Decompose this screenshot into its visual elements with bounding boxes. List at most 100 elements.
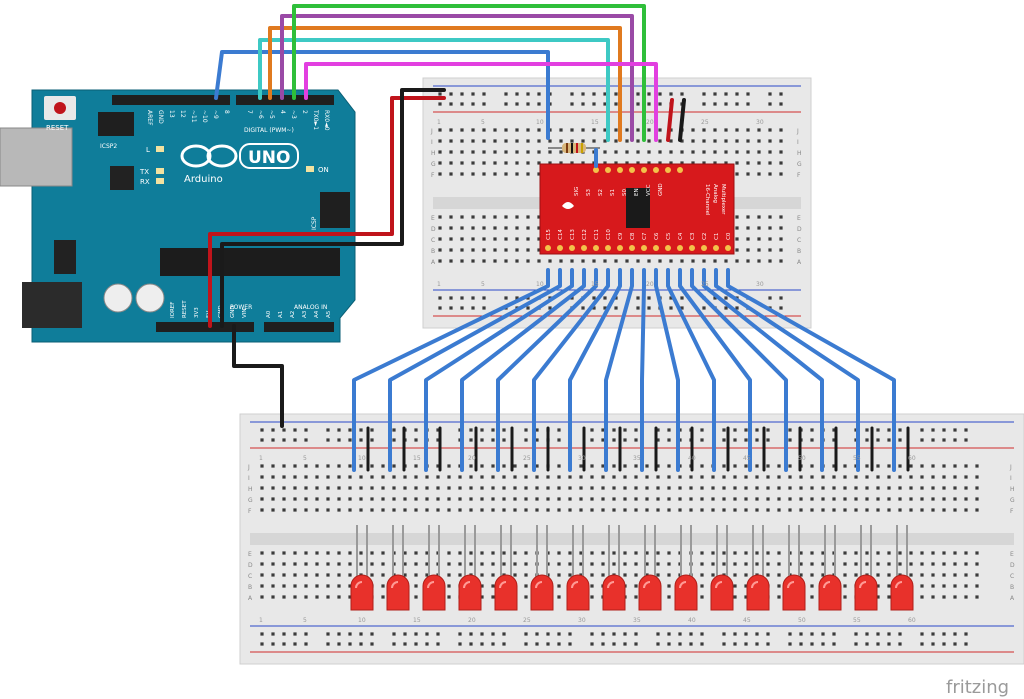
hole [491, 595, 495, 599]
hole [920, 464, 924, 468]
hole [722, 497, 726, 501]
rail-hole [810, 428, 814, 432]
rail-hole [526, 296, 530, 300]
hole [438, 128, 442, 132]
hole [414, 475, 418, 479]
hole [438, 248, 442, 252]
hole [590, 584, 594, 588]
hole [293, 562, 297, 566]
hole [502, 562, 506, 566]
resistor-band [576, 143, 578, 153]
hole [909, 497, 913, 501]
hole [326, 595, 330, 599]
breadboard-bottom-holes [260, 428, 979, 646]
hole [779, 172, 783, 176]
hole [711, 486, 715, 490]
mux-bottom-pin [569, 245, 575, 251]
rail-hole [724, 296, 728, 300]
hole [447, 508, 451, 512]
hole [724, 161, 728, 165]
rail-hole [359, 632, 363, 636]
hole [469, 562, 473, 566]
rail-hole [614, 296, 618, 300]
hole [559, 259, 563, 263]
sparkfun-logo-icon [562, 202, 574, 209]
hole [458, 551, 462, 555]
hole [788, 486, 792, 490]
hole [482, 128, 486, 132]
hole [669, 150, 673, 154]
digital-pin-label: GND [157, 110, 164, 124]
hole [515, 248, 519, 252]
hole [634, 464, 638, 468]
rail-hole [766, 642, 770, 646]
rail-hole [724, 102, 728, 106]
hole [656, 464, 660, 468]
rail-hole [504, 102, 508, 106]
hole [689, 475, 693, 479]
rail-hole [471, 306, 475, 310]
hole [568, 562, 572, 566]
hole [436, 486, 440, 490]
rail-hole [592, 102, 596, 106]
hole [348, 573, 352, 577]
hole [502, 475, 506, 479]
hole [304, 584, 308, 588]
digital-pin-label: RX0◄0 [323, 110, 330, 131]
hole [513, 475, 517, 479]
rail-hole [953, 438, 957, 442]
rail-hole [537, 102, 541, 106]
hole [557, 486, 561, 490]
hole [326, 464, 330, 468]
hole [570, 259, 574, 263]
hole [537, 139, 541, 143]
rail-hole [557, 642, 561, 646]
hole [601, 562, 605, 566]
wire-s2-orange [268, 26, 622, 142]
l-led [156, 146, 164, 152]
hole [493, 161, 497, 165]
rail-hole [779, 296, 783, 300]
hole [821, 551, 825, 555]
rail-hole [964, 428, 968, 432]
digital-pin-label: ~6 [257, 110, 264, 119]
hole [733, 562, 737, 566]
hole [438, 139, 442, 143]
hole [876, 486, 880, 490]
hole [581, 161, 585, 165]
hole [570, 161, 574, 165]
hole [645, 475, 649, 479]
led-body [566, 574, 590, 611]
hole [810, 497, 814, 501]
rail-hole [480, 632, 484, 636]
rail-hole [755, 438, 759, 442]
hole [964, 497, 968, 501]
hole [909, 475, 913, 479]
hole [711, 475, 715, 479]
hole [634, 475, 638, 479]
hole [636, 259, 640, 263]
mux-bottom-pin-label: C0 [726, 232, 732, 240]
hole [381, 551, 385, 555]
wire-channel-0 [352, 268, 550, 472]
hole [370, 551, 374, 555]
icsp-header [320, 192, 350, 228]
tx-led-label: TX [139, 168, 149, 176]
hole [887, 573, 891, 577]
hole [766, 562, 770, 566]
rail-hole [931, 642, 935, 646]
hole [493, 259, 497, 263]
wire-channel-7 [604, 268, 634, 472]
hole [502, 486, 506, 490]
hole [733, 475, 737, 479]
hole [669, 259, 673, 263]
digital-pin-label: 13 [168, 110, 175, 118]
rail-hole [755, 428, 759, 432]
hole [502, 497, 506, 501]
hole [669, 161, 673, 165]
hole [821, 486, 825, 490]
hole [480, 508, 484, 512]
rail-hole [713, 92, 717, 96]
led-15 [854, 525, 878, 611]
